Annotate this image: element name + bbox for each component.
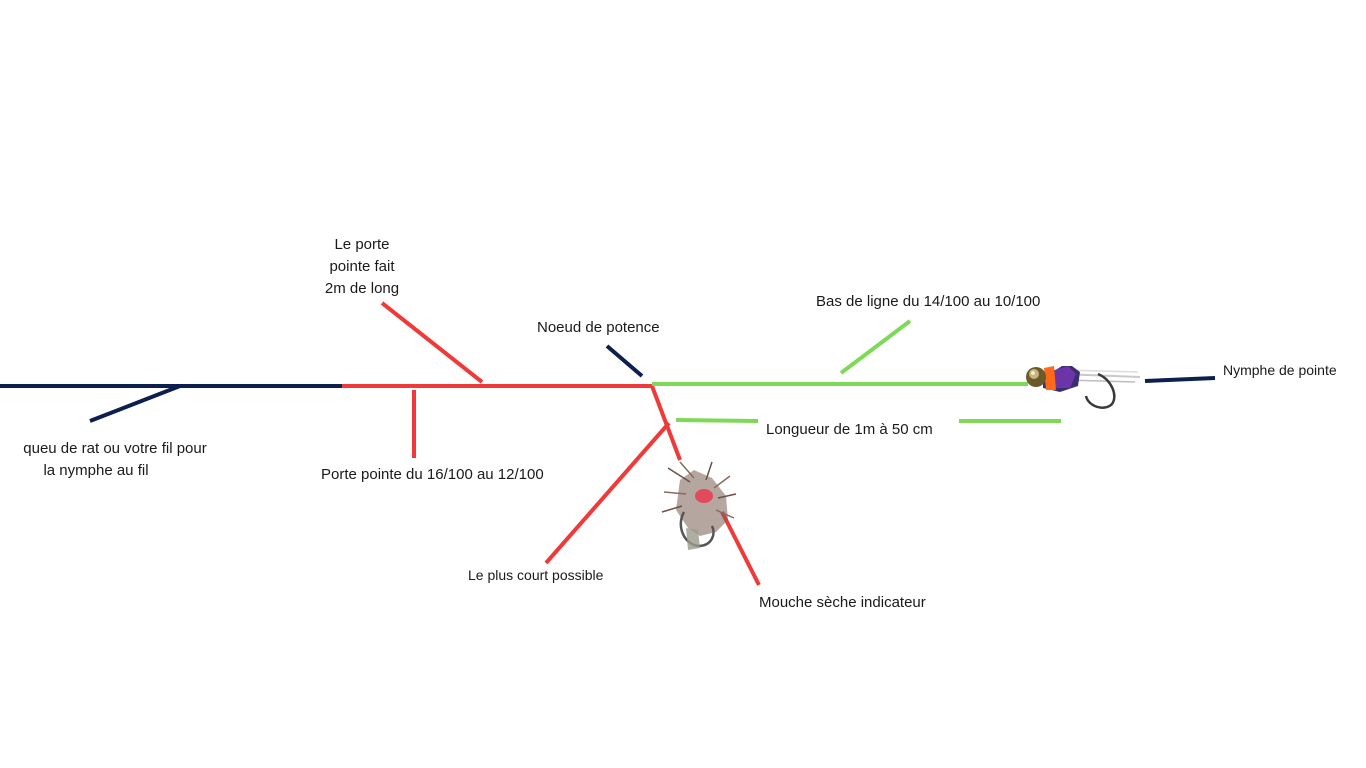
knot-pointer — [605, 344, 644, 378]
queue-de-rat-line-1: queu de rat ou votre fil pour — [23, 440, 207, 457]
porte-pointe-length-line-2: pointe fait — [329, 258, 395, 275]
porte-pointe-diameter-label: Porte pointe du 16/100 au 12/100 — [321, 466, 544, 483]
dry-fly-pointer — [720, 511, 761, 586]
queue-de-rat-label: queu de rat ou votre fil pour la nymphe … — [0, 438, 222, 482]
porte-pointe-length-label: Le porte pointe fait 2m de long — [290, 234, 434, 300]
porte-pointe-length-line-1: Le porte — [334, 236, 390, 253]
tippet-length-pointer — [380, 301, 484, 384]
porte-pointe-length-line-3: 2m de long — [324, 280, 400, 297]
dropper-pointer — [544, 421, 671, 565]
longueur-label: Longueur de 1m à 50 cm — [766, 421, 933, 438]
plus-court-label: Le plus court possible — [468, 567, 604, 583]
mouche-seche-label: Mouche sèche indicateur — [759, 594, 926, 611]
bas-de-ligne-label: Bas de ligne du 14/100 au 10/100 — [816, 293, 1041, 310]
dry-fly-icon — [661, 461, 737, 550]
dropper-line — [650, 385, 682, 461]
queue-de-rat-line-2: la nymphe au fil — [43, 462, 149, 479]
nymph-pointer — [1144, 376, 1216, 383]
nymphe-pointe-label: Nymphe de pointe — [1223, 362, 1337, 378]
leader-length-left-segment — [675, 418, 759, 423]
bead-head-nymph-icon — [1026, 366, 1141, 409]
noeud-potence-label: Noeud de potence — [537, 319, 660, 336]
fly-line-pointer — [89, 384, 181, 423]
leader-diameter-pointer — [839, 319, 912, 375]
